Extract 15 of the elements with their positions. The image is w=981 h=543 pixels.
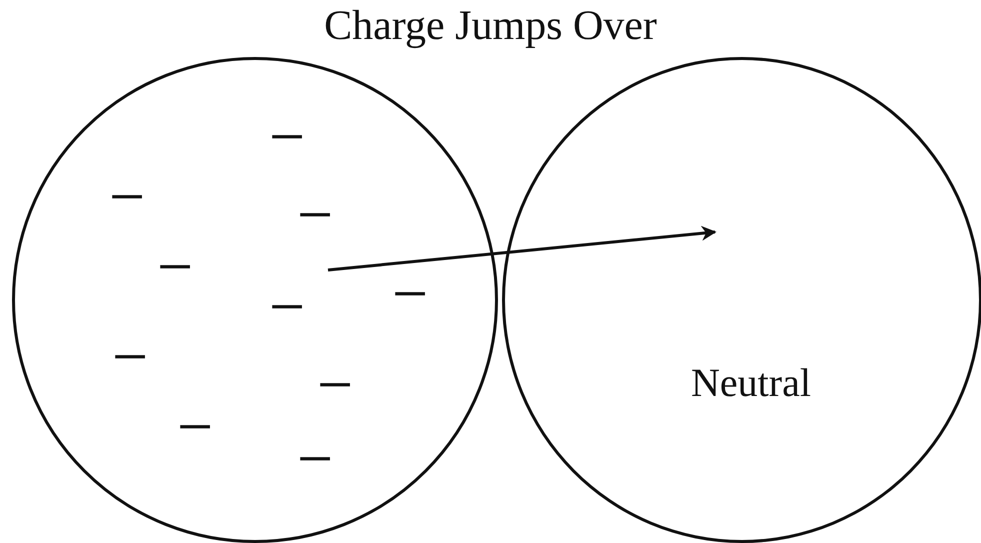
sphere-circle	[12, 57, 498, 543]
negative-charge-sign: −	[296, 426, 334, 491]
diagram-title: Charge Jumps Over	[323, 2, 658, 50]
node-label: Neutral	[691, 361, 811, 405]
sphere-circle	[502, 57, 981, 543]
negative-charge-sign: −	[316, 352, 354, 417]
negative-charge-sign: −	[112, 324, 148, 389]
negative-charge-sign: −	[268, 274, 306, 339]
negative-charge-sign: −	[296, 182, 334, 247]
negative-charge-sign: −	[108, 164, 146, 229]
negative-charge-sign: −	[392, 262, 428, 326]
negative-charge-sign: −	[268, 104, 306, 169]
negative-charge-sign: −	[156, 234, 194, 299]
arrow	[328, 226, 716, 272]
negative-charge-sign: −	[176, 394, 214, 459]
